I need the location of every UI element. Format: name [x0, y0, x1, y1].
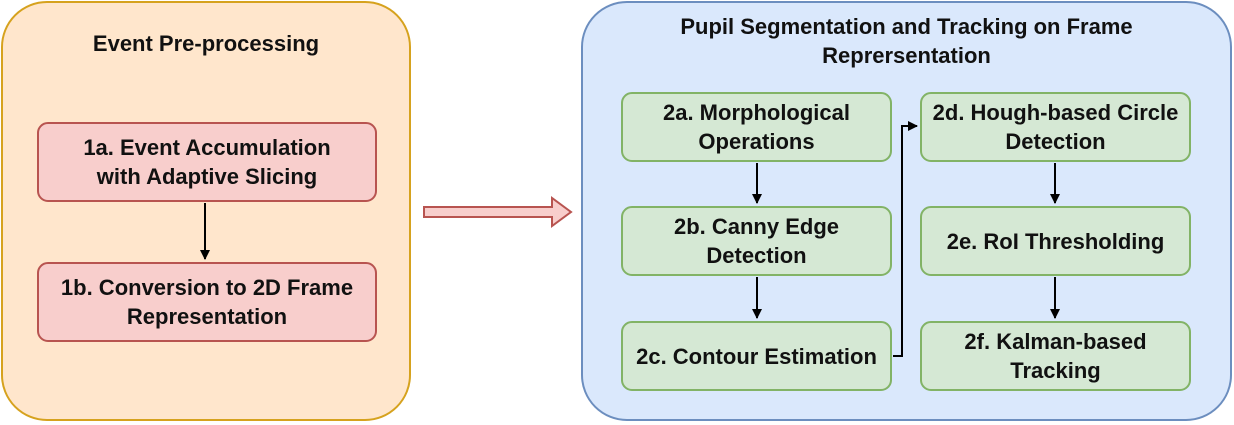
step-1b-frame-conversion[interactable]: 1b. Conversion to 2D Frame Representatio… [37, 262, 377, 342]
event-preprocessing-title: Event Pre-processing [92, 31, 320, 56]
step-2f-kalman-tracking[interactable]: 2f. Kalman-based Tracking [920, 321, 1191, 391]
step-2c-contour-estimation[interactable]: 2c. Contour Estimation [621, 321, 892, 391]
step-2b-canny-edge-detection[interactable]: 2b. Canny Edge Detection [621, 206, 892, 276]
step-1a-event-accumulation[interactable]: 1a. Event Accumulation with Adaptive Sli… [37, 122, 377, 202]
step-2d-hough-circle-detection[interactable]: 2d. Hough-based Circle Detection [920, 92, 1191, 162]
pupil-segmentation-title: Pupil Segmentation and Tracking on Frame… [680, 14, 1133, 68]
panel-transition-arrow [423, 196, 573, 228]
arrow-2c-to-2d [893, 121, 918, 357]
step-2a-morphological-operations[interactable]: 2a. Morphological Operations [621, 92, 892, 162]
step-2e-roi-thresholding[interactable]: 2e. RoI Thresholding [920, 206, 1191, 276]
